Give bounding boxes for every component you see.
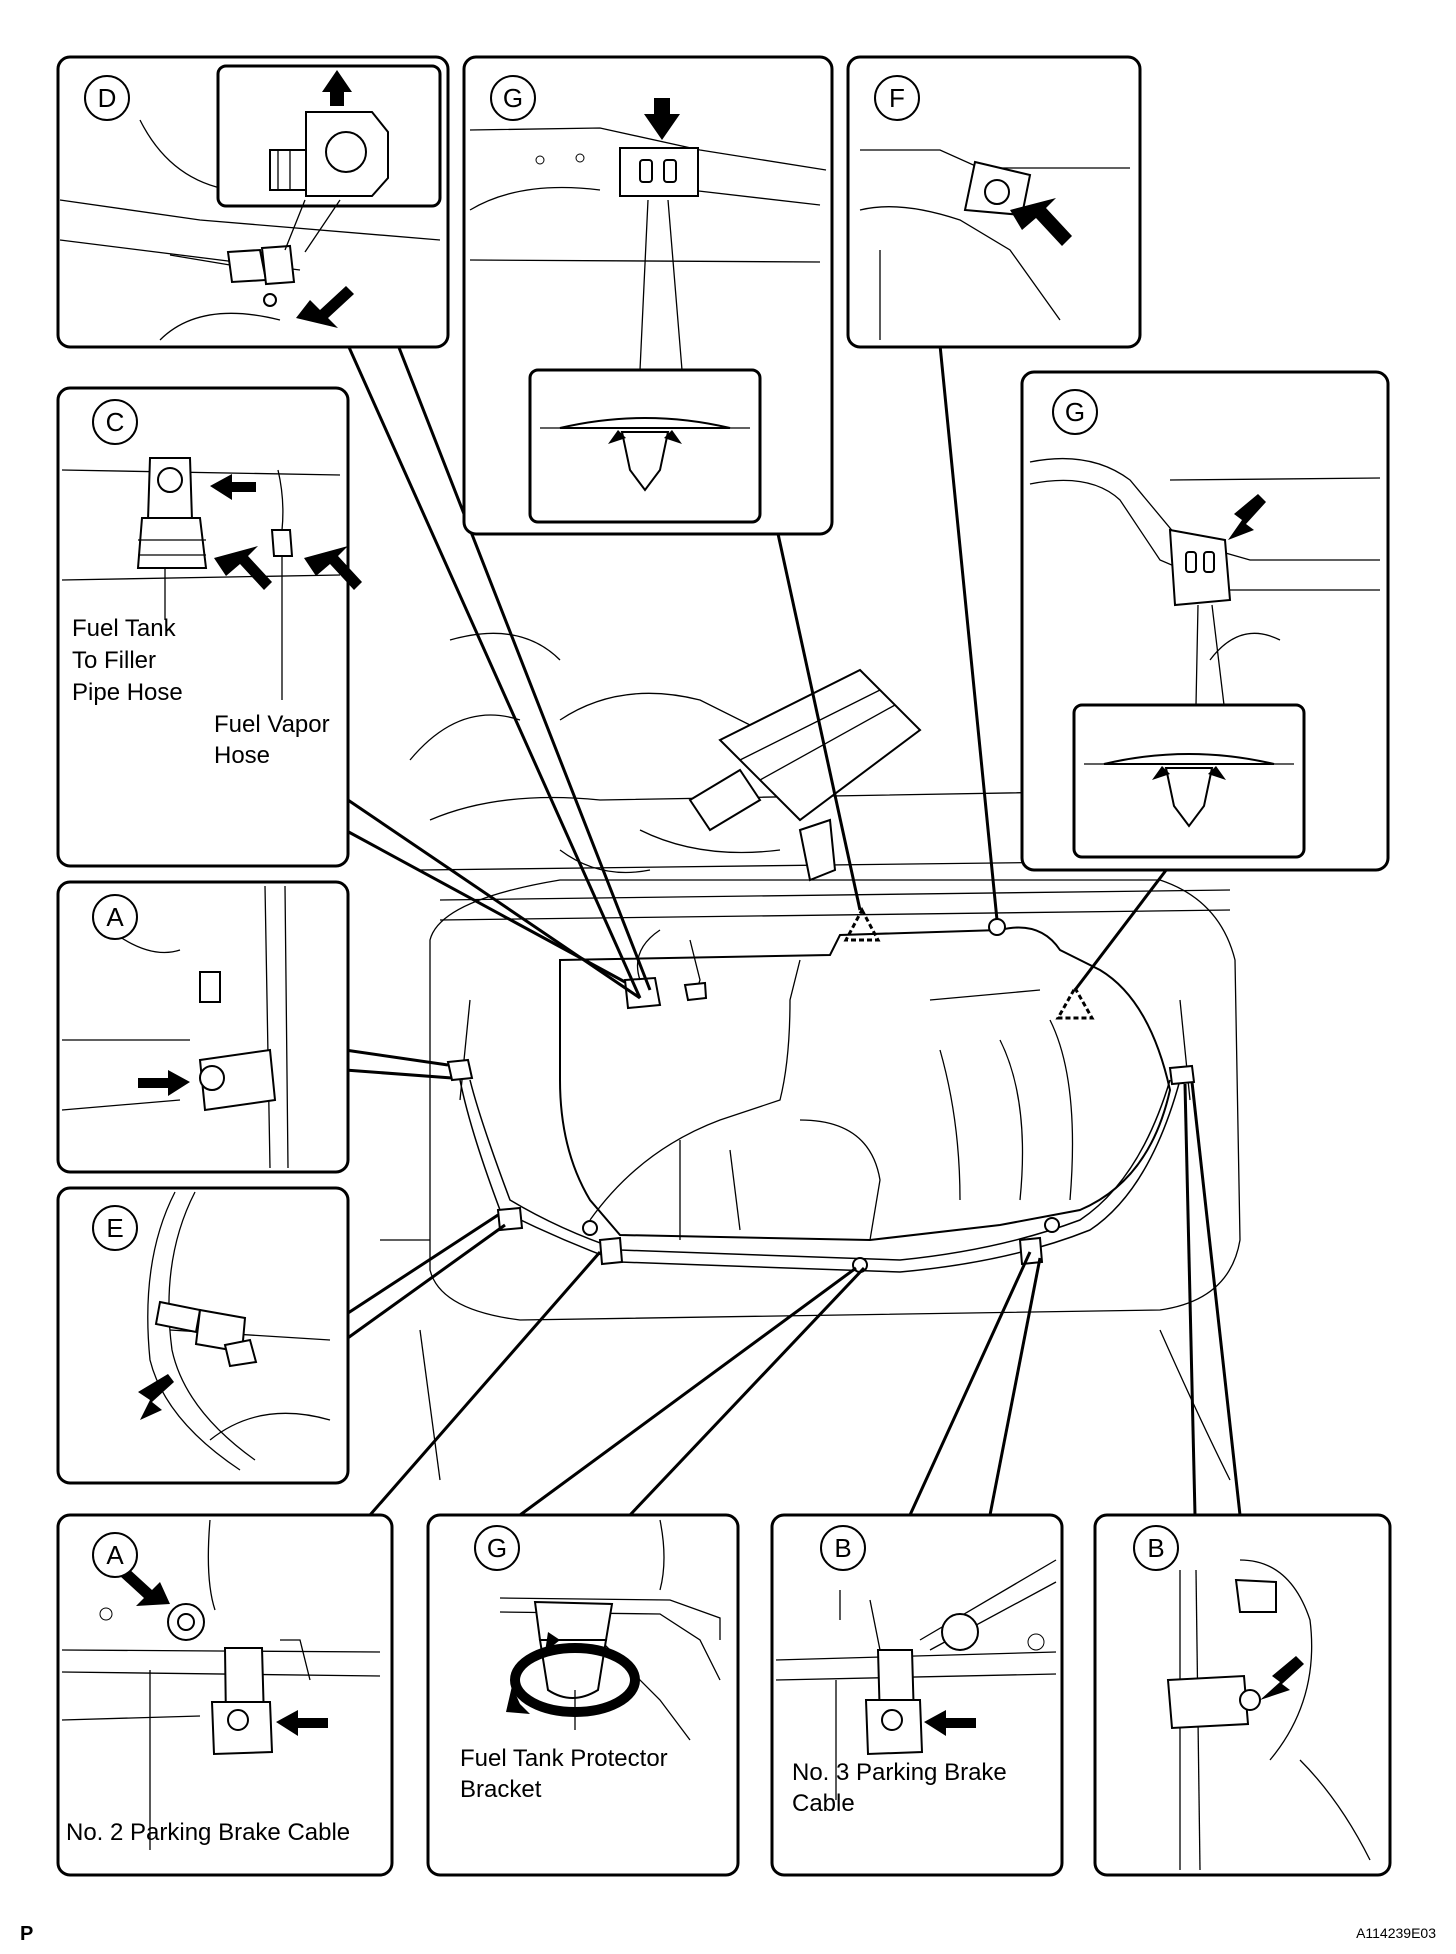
panel-e: E xyxy=(56,1186,350,1485)
no-3-parking-brake-cable-label-line1: No. 3 Parking Brake xyxy=(792,1759,1007,1786)
fuel-tank-to-filler-pipe-hose-label-line1: Fuel Tank xyxy=(72,615,177,642)
fuel-vapor-hose-label-line2: Hose xyxy=(214,742,270,769)
panel-g-top: G xyxy=(462,55,834,536)
panel-a-bottom-letter: A xyxy=(106,1540,124,1570)
panel-c-letter: C xyxy=(106,407,125,437)
no-3-parking-brake-cable-label-line2: Cable xyxy=(792,1790,855,1817)
no-2-parking-brake-cable-label: No. 2 Parking Brake Cable xyxy=(66,1819,350,1846)
panel-c: C Fuel Tank To Filler Pipe Hose Fuel Vap… xyxy=(56,386,362,868)
fuel-tank-protector-bracket-label-line2: Bracket xyxy=(460,1776,542,1803)
leader-lines xyxy=(344,344,1242,1517)
fuel-tank-protector-bracket-label-line1: Fuel Tank Protector xyxy=(460,1745,668,1772)
panel-a-mid-letter: A xyxy=(106,902,124,932)
vehicle-underbody-sketch xyxy=(380,632,1241,1481)
panel-d-letter: D xyxy=(98,83,117,113)
panel-g-bottom-letter: G xyxy=(487,1533,507,1563)
panel-g-top-letter: G xyxy=(503,83,523,113)
panel-b-bottom: B No. 3 Parking Brake Cable xyxy=(770,1513,1064,1877)
panel-d: D xyxy=(56,55,450,349)
fuel-tank-to-filler-pipe-hose-label-line2: To Filler xyxy=(72,647,156,674)
panel-f: F xyxy=(846,55,1142,349)
panel-b-bottom-letter: B xyxy=(834,1533,851,1563)
fuel-tank-to-filler-pipe-hose-label-line3: Pipe Hose xyxy=(72,679,183,706)
panel-b-right-letter: B xyxy=(1147,1533,1164,1563)
fuel-vapor-hose-label-line1: Fuel Vapor xyxy=(214,711,330,738)
page-marker: P xyxy=(20,1923,33,1945)
panel-b-right: B xyxy=(1093,1513,1392,1877)
panel-e-letter: E xyxy=(106,1213,123,1243)
panel-a-mid: A xyxy=(56,880,350,1174)
panel-a-bottom: A No. 2 Parking Brake Cable xyxy=(56,1513,394,1877)
panel-g-bottom: G Fuel Tank Protector Bracket xyxy=(426,1513,740,1877)
panel-f-letter: F xyxy=(889,83,905,113)
panel-g-right-letter: G xyxy=(1065,397,1085,427)
figure-id: A114239E03 xyxy=(1356,1925,1436,1941)
panel-g-right: G xyxy=(1020,370,1390,872)
